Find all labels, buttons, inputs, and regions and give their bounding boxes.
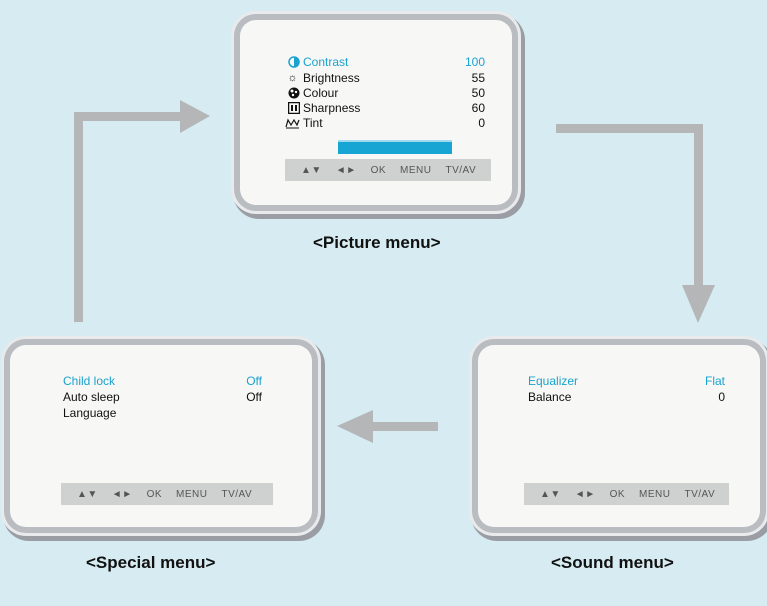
value-brightness: 55 xyxy=(471,71,485,85)
value-tint: 0 xyxy=(478,116,485,130)
contrast-icon xyxy=(287,56,300,68)
menu-row-tint[interactable]: Tint xyxy=(303,116,323,130)
contrast-slider[interactable] xyxy=(338,140,452,154)
colour-icon xyxy=(287,87,300,99)
nav-leftright-hint: ◄► xyxy=(111,488,133,500)
menu-row-balance[interactable]: Balance xyxy=(528,390,572,404)
nav-ok-hint: OK xyxy=(370,164,387,176)
contrast-slider-fill xyxy=(338,140,452,154)
menu-row-auto-sleep[interactable]: Auto sleep xyxy=(63,390,120,404)
nav-menu-hint: MENU xyxy=(639,488,671,500)
menu-row-child-lock[interactable]: Child lock xyxy=(63,374,116,388)
value-balance: 0 xyxy=(718,390,725,404)
arrow-special-to-picture-horizontal xyxy=(74,112,189,121)
nav-tvav-hint: TV/AV xyxy=(221,488,253,500)
nav-ok-hint: OK xyxy=(146,488,163,500)
nav-updown-hint: ▲▼ xyxy=(77,488,98,500)
special-nav-bar: ▲▼ ◄► OK MENU TV/AV xyxy=(61,483,273,505)
value-equalizer: Flat xyxy=(704,374,725,388)
sound-menu-screen: Equalizer Flat Balance 0 ▲▼ ◄► OK MENU T… xyxy=(478,345,760,527)
menu-row-language[interactable]: Language xyxy=(63,406,117,420)
nav-updown-hint: ▲▼ xyxy=(540,488,561,500)
nav-tvav-hint: TV/AV xyxy=(445,164,477,176)
nav-leftright-hint: ◄► xyxy=(335,164,357,176)
arrowhead-down-icon xyxy=(682,285,715,323)
special-menu-screen: Child lock Off Auto sleep Off Language ▲… xyxy=(10,345,312,527)
picture-menu-caption: <Picture menu> xyxy=(313,233,441,252)
arrow-picture-to-sound-vertical xyxy=(694,124,703,290)
special-menu-caption: <Special menu> xyxy=(86,553,216,572)
value-contrast: 100 xyxy=(464,55,485,69)
nav-ok-hint: OK xyxy=(609,488,626,500)
value-child-lock: Off xyxy=(246,374,262,388)
picture-nav-bar: ▲▼ ◄► OK MENU TV/AV xyxy=(285,159,491,181)
nav-menu-hint: MENU xyxy=(176,488,208,500)
sharpness-icon xyxy=(287,101,300,115)
menu-row-contrast[interactable]: Contrast xyxy=(303,55,349,69)
picture-menu-screen: Contrast 100 ☼ Brightness 55 Colour 50 S… xyxy=(240,20,512,205)
sound-nav-bar: ▲▼ ◄► OK MENU TV/AV xyxy=(524,483,729,505)
menu-row-equalizer[interactable]: Equalizer xyxy=(528,374,579,388)
tint-icon xyxy=(285,117,300,129)
menu-row-colour[interactable]: Colour xyxy=(303,86,339,100)
arrowhead-right-icon xyxy=(180,100,210,133)
nav-updown-hint: ▲▼ xyxy=(301,164,322,176)
value-sharpness: 60 xyxy=(471,101,485,115)
nav-leftright-hint: ◄► xyxy=(574,488,596,500)
nav-tvav-hint: TV/AV xyxy=(684,488,716,500)
arrowhead-left-icon xyxy=(337,410,373,443)
value-colour: 50 xyxy=(471,86,485,100)
arrow-picture-to-sound-horizontal xyxy=(556,124,703,133)
arrow-sound-to-special xyxy=(370,422,438,431)
menu-row-sharpness[interactable]: Sharpness xyxy=(303,101,361,115)
arrow-special-to-picture-vertical xyxy=(74,112,83,322)
sound-menu-caption: <Sound menu> xyxy=(551,553,674,572)
nav-menu-hint: MENU xyxy=(400,164,432,176)
brightness-icon: ☼ xyxy=(287,72,298,84)
menu-row-brightness[interactable]: Brightness xyxy=(303,71,360,85)
value-auto-sleep: Off xyxy=(246,390,262,404)
